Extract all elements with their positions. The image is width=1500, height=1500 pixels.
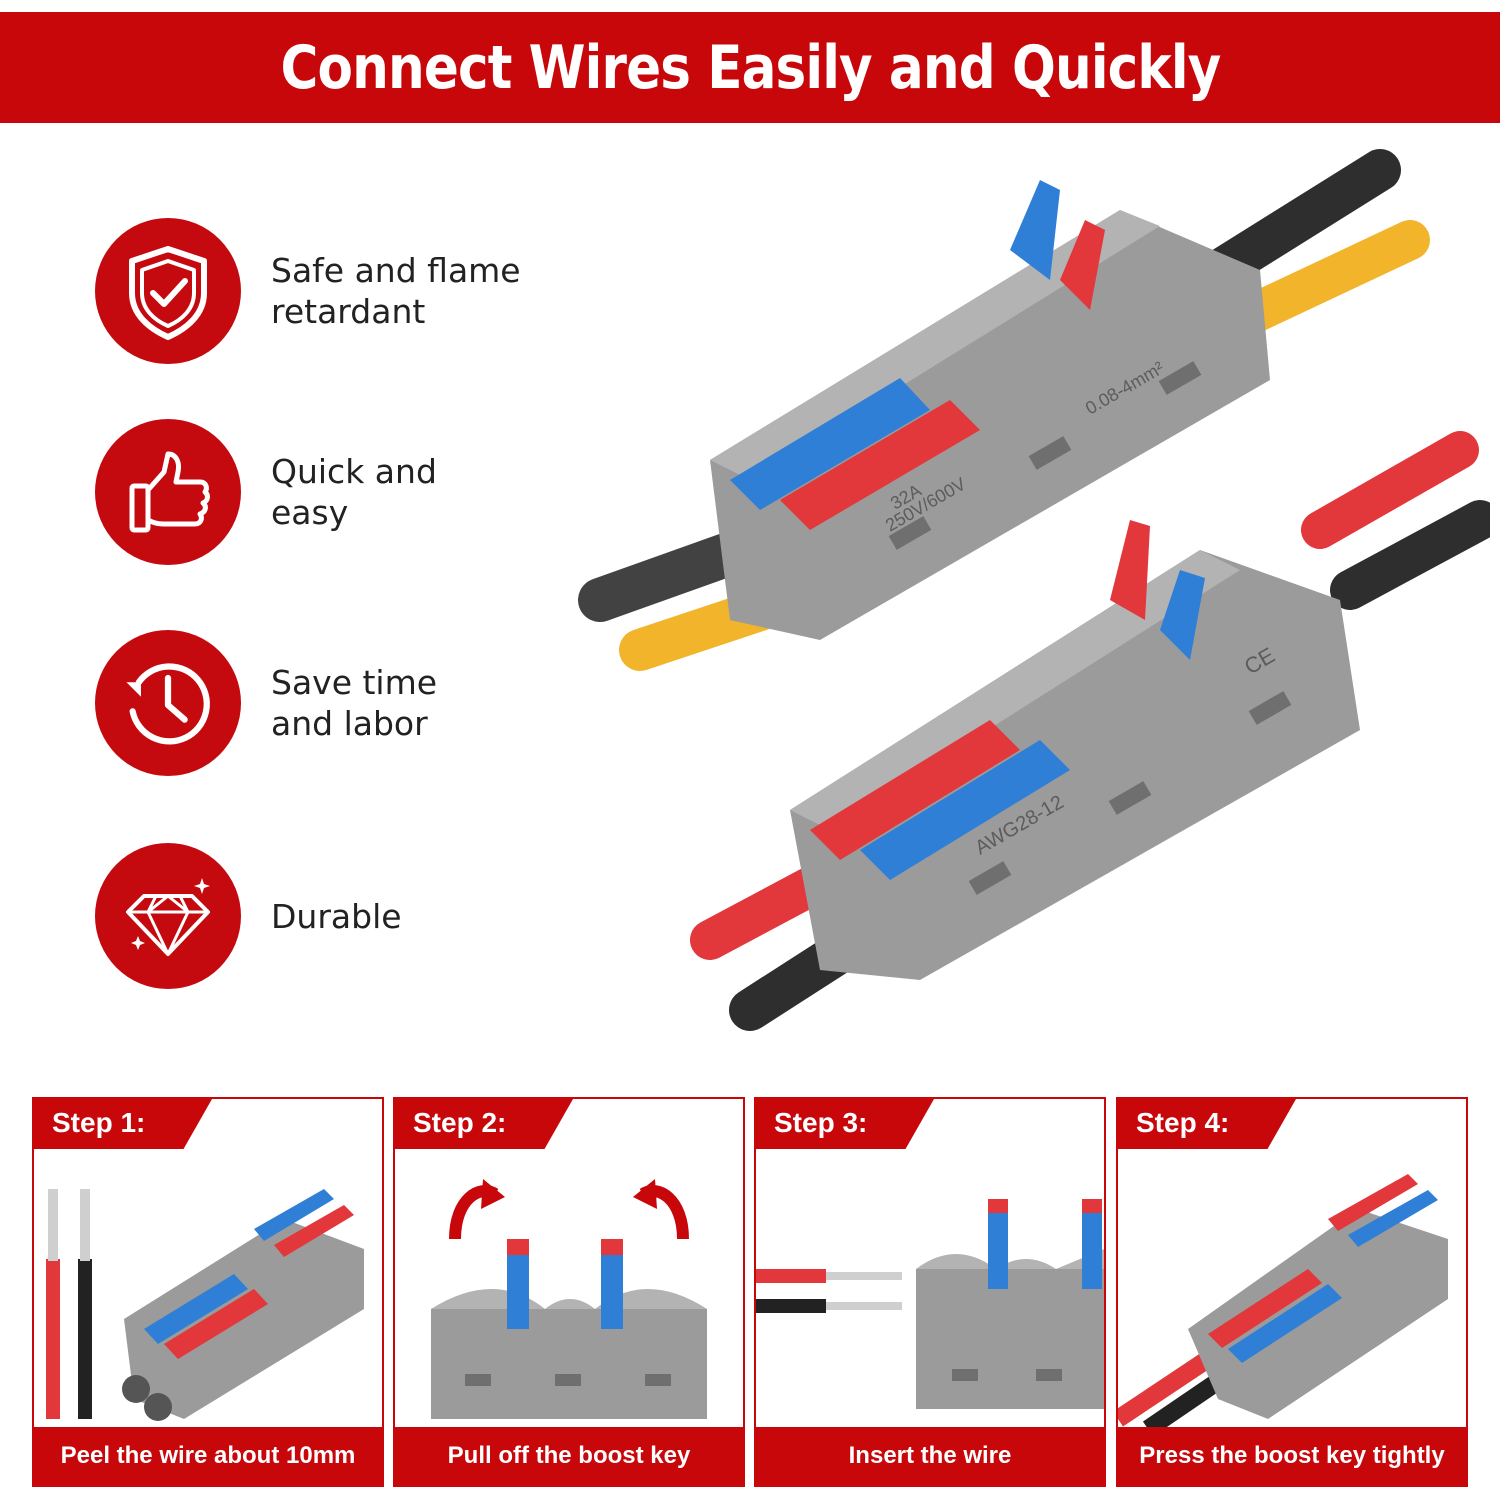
step-card-2: Step 2: Pull off the boost key <box>393 1097 745 1487</box>
step-2-illustration <box>431 1179 707 1419</box>
feature-save-time: Save time and labor <box>95 630 591 776</box>
clock-history-icon <box>95 630 241 776</box>
title-banner: Connect Wires Easily and Quickly <box>0 12 1500 123</box>
step-caption: Insert the wire <box>756 1427 1104 1485</box>
connector-top <box>710 180 1270 640</box>
step-tab: Step 1: <box>34 1099 212 1149</box>
step-1-illustration <box>46 1189 364 1421</box>
step-tab: Step 2: <box>395 1099 573 1149</box>
product-illustration: 32A 250V/600V 0.08-4mm² AWG28-12 CE <box>578 149 1490 1031</box>
step-card-3: Step 3: Insert the wire <box>754 1097 1106 1487</box>
feature-safe: Safe and flame retardant <box>95 218 591 364</box>
feature-durable: Durable <box>95 843 591 989</box>
thumbs-up-icon <box>95 419 241 565</box>
step-caption: Pull off the boost key <box>395 1427 743 1485</box>
page-title: Connect Wires Easily and Quickly <box>280 32 1221 103</box>
feature-label: Durable <box>271 896 402 936</box>
step-card-4: Step 4: Press the boost key tightly <box>1116 1097 1468 1487</box>
feature-quick: Quick and easy <box>95 419 591 565</box>
shield-check-icon <box>95 218 241 364</box>
diamond-icon <box>95 843 241 989</box>
step-4-illustration <box>1118 1174 1448 1429</box>
step-tab: Step 4: <box>1118 1099 1296 1149</box>
connector-bottom <box>790 520 1360 980</box>
step-caption: Press the boost key tightly <box>1118 1427 1466 1485</box>
feature-label: Save time and labor <box>271 663 438 743</box>
step-3-illustration <box>756 1199 1104 1409</box>
step-card-1: Step 1: Peel the wire about 10mm <box>32 1097 384 1487</box>
step-tab: Step 3: <box>756 1099 934 1149</box>
step-caption: Peel the wire about 10mm <box>34 1427 382 1485</box>
feature-label: Safe and flame retardant <box>271 251 521 331</box>
feature-label: Quick and easy <box>271 452 437 532</box>
